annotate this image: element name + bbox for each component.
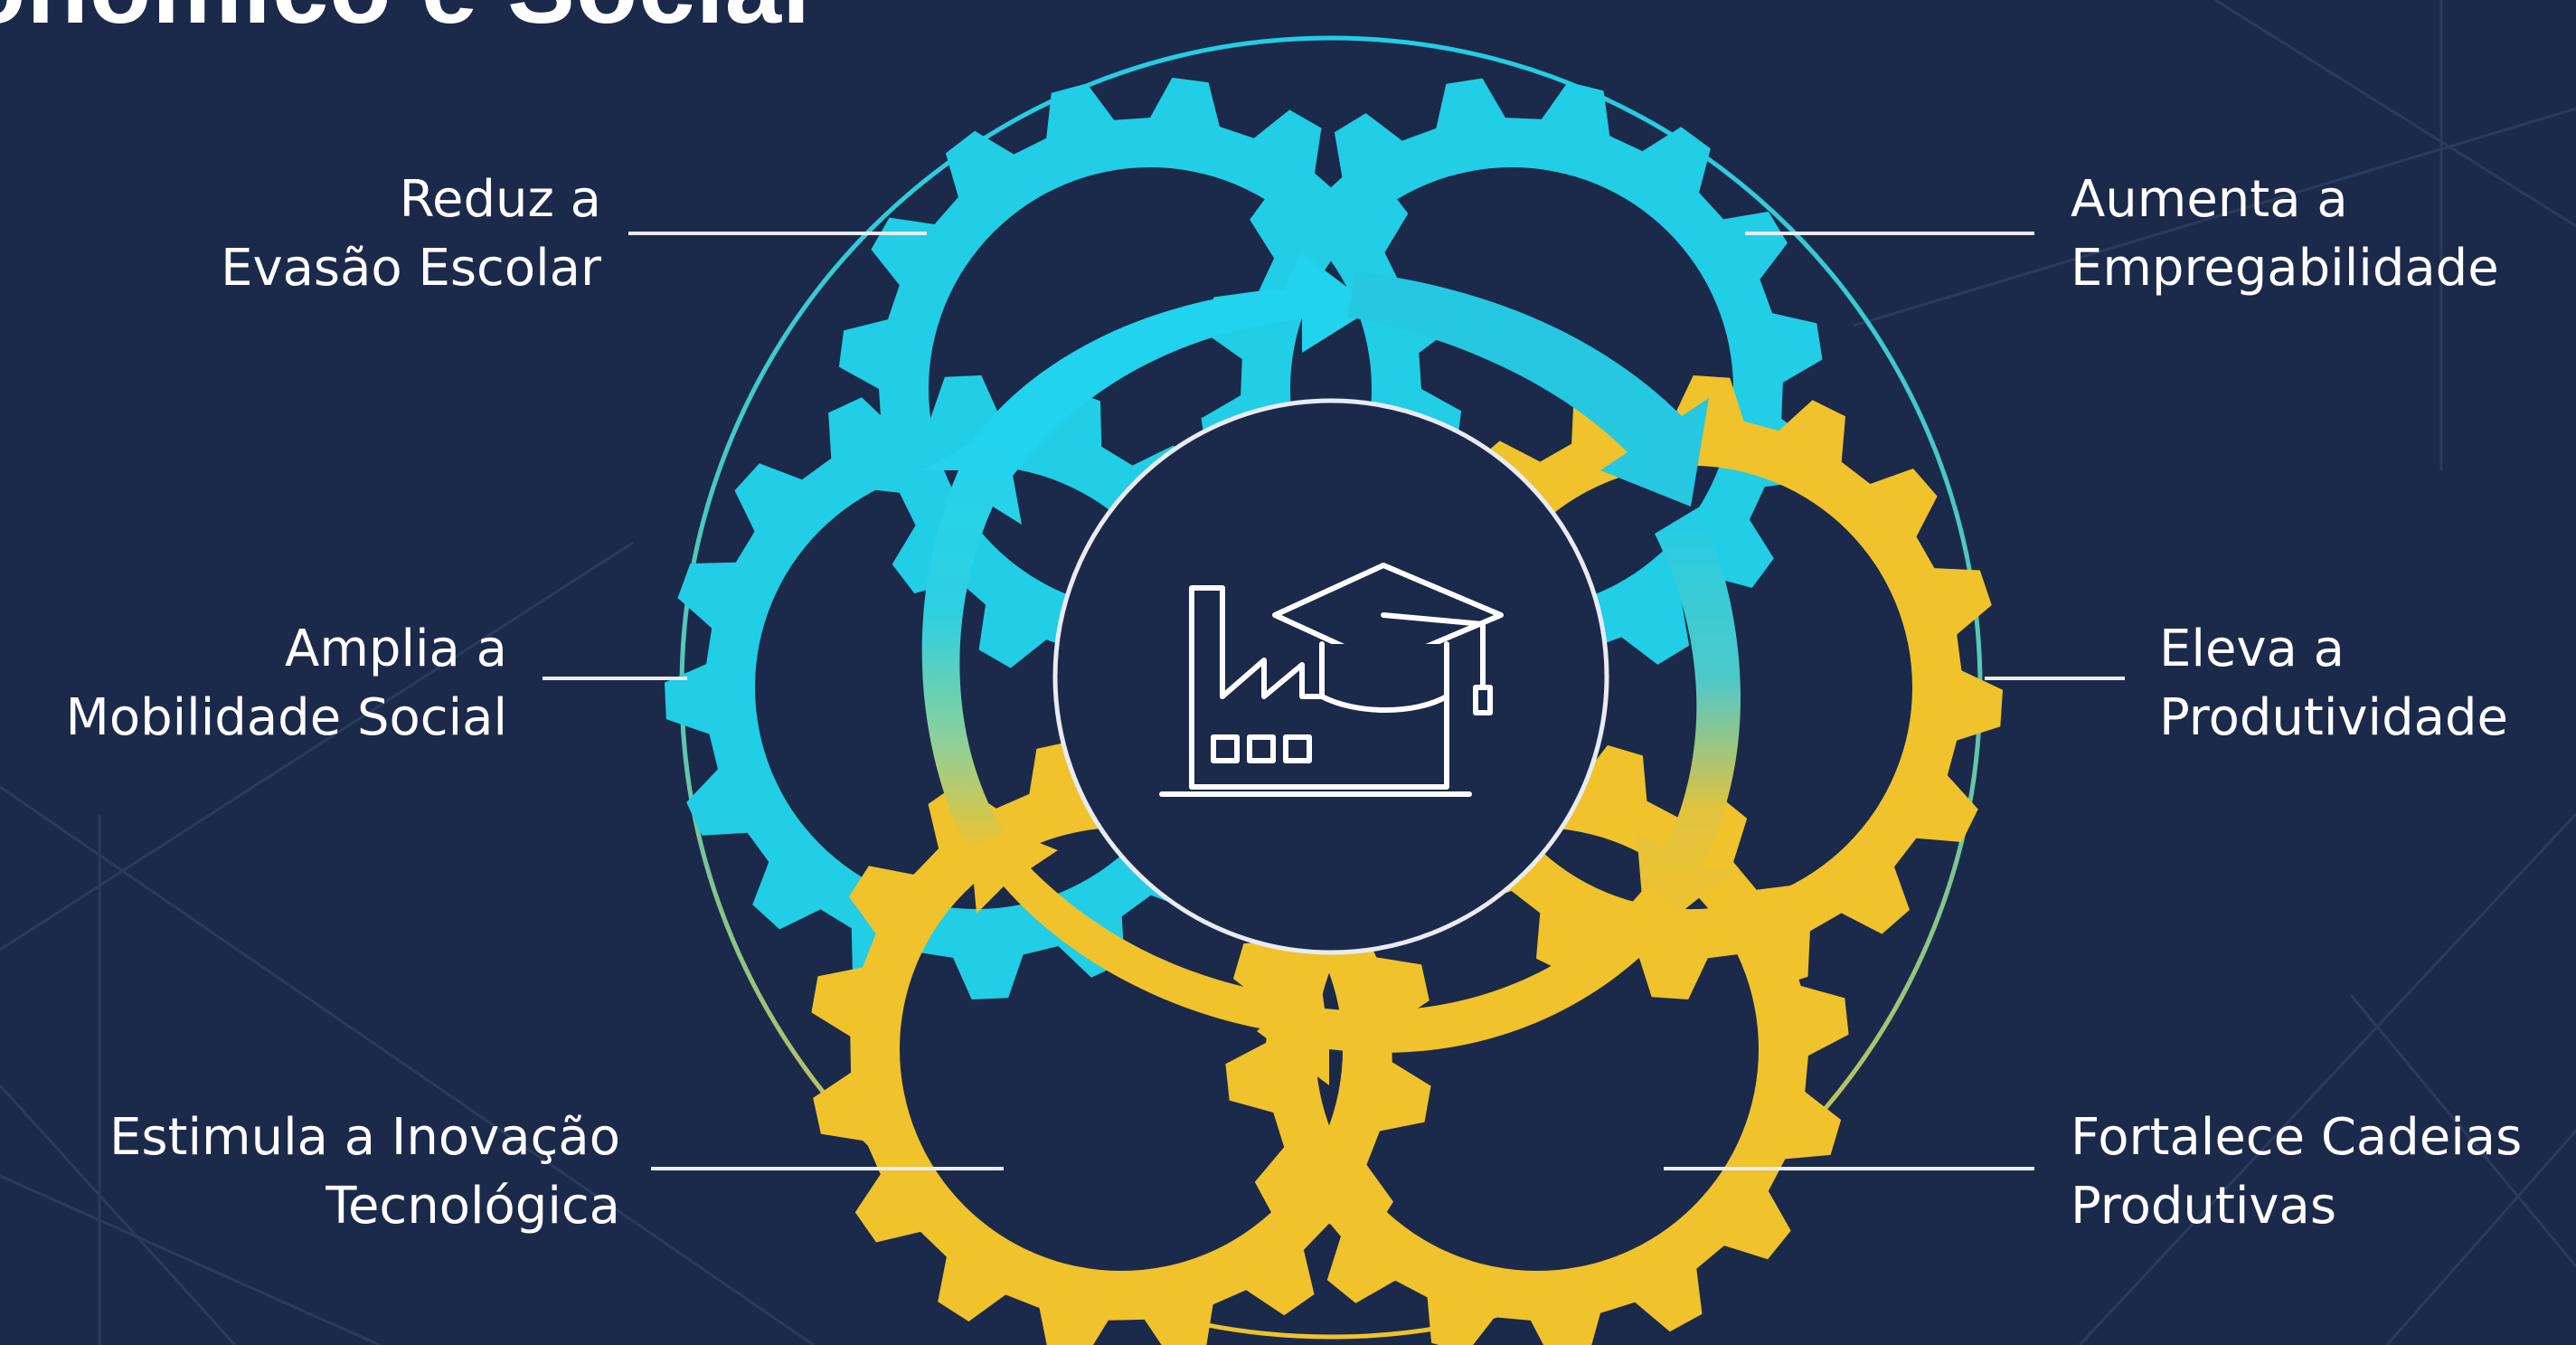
arrow-bottom-left bbox=[967, 814, 1284, 1031]
page-title: onômico e Social bbox=[0, 0, 811, 46]
arrow-left bbox=[921, 425, 1022, 850]
arrow-top-right bbox=[1347, 271, 1709, 507]
benefit-line2: Mobilidade Social bbox=[65, 688, 508, 747]
benefit-aumenta-empregabilidade: Aumenta a Empregabilidade bbox=[2071, 166, 2499, 303]
benefit-line2: Evasão Escolar bbox=[221, 239, 601, 298]
benefit-line2: Tecnológica bbox=[326, 1177, 620, 1236]
benefit-fortalece-cadeias: Fortalece Cadeias Produtivas bbox=[2071, 1103, 2522, 1241]
arrow-top-left bbox=[964, 253, 1374, 488]
benefit-line1: Amplia a bbox=[285, 620, 507, 678]
benefit-line2: Produtivas bbox=[2071, 1177, 2337, 1236]
benefit-reduz-evasao: Reduz a Evasão Escolar bbox=[221, 166, 601, 303]
benefit-line1: Eleva a bbox=[2159, 620, 2345, 678]
factory-graduation-cap-icon bbox=[1159, 563, 1504, 797]
benefit-line1: Fortalece Cadeias bbox=[2071, 1108, 2523, 1167]
benefit-line1: Reduz a bbox=[399, 170, 601, 229]
arrow-right bbox=[1637, 507, 1741, 941]
arrow-bottom bbox=[1257, 886, 1682, 1085]
benefit-eleva-produtividade: Eleva a Produtividade bbox=[2159, 615, 2508, 753]
benefit-line2: Produtividade bbox=[2159, 688, 2508, 747]
benefit-line2: Empregabilidade bbox=[2071, 239, 2499, 298]
benefit-line1: Estimula a Inovação bbox=[109, 1108, 620, 1167]
benefit-estimula-inovacao: Estimula a Inovação Tecnológica bbox=[109, 1103, 620, 1241]
benefit-line1: Aumenta a bbox=[2071, 170, 2348, 229]
benefit-amplia-mobilidade: Amplia a Mobilidade Social bbox=[66, 615, 508, 753]
